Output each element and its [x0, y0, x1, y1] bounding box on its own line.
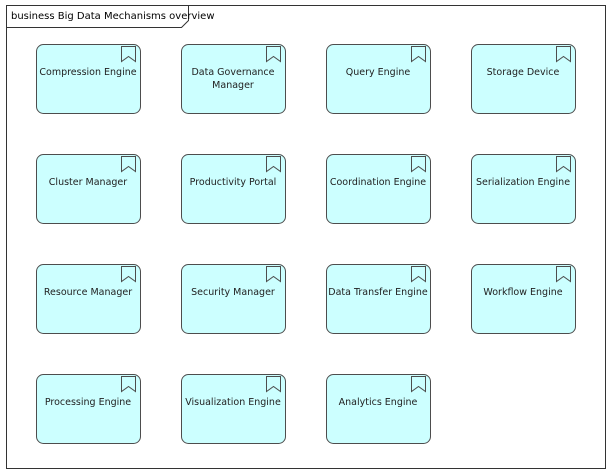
bookmark-icon [266, 376, 281, 393]
node-label: Analytics Engine [339, 397, 418, 408]
diagram-frame: business Big Data Mechanisms overview [6, 5, 606, 469]
node-label: Processing Engine [45, 397, 131, 408]
mechanism-node[interactable]: Serialization Engine [471, 154, 576, 224]
node-box[interactable] [471, 264, 576, 334]
bookmark-icon [266, 266, 281, 283]
node-box[interactable] [181, 374, 286, 444]
node-box[interactable] [471, 44, 576, 114]
bookmark-icon [411, 266, 426, 283]
bookmark-icon [411, 46, 426, 63]
frame-title-tab [6, 5, 189, 28]
node-box[interactable] [36, 374, 141, 444]
node-label-line: Workflow Engine [483, 287, 562, 298]
mechanism-node[interactable]: Analytics Engine [326, 374, 431, 444]
bookmark-icon [411, 376, 426, 393]
bookmark-icon [556, 156, 571, 173]
node-label-line: Analytics Engine [339, 397, 418, 408]
node-label: Query Engine [346, 67, 411, 78]
mechanism-node[interactable]: Compression Engine [36, 44, 141, 114]
mechanism-node[interactable]: Productivity Portal [181, 154, 286, 224]
mechanism-node[interactable]: Security Manager [181, 264, 286, 334]
node-label: Data Transfer Engine [328, 287, 428, 298]
bookmark-icon [266, 46, 281, 63]
node-label-line: Data Transfer Engine [328, 287, 428, 298]
node-label-line: Security Manager [191, 287, 275, 298]
frame-title: business Big Data Mechanisms overview [11, 11, 215, 22]
node-label: Workflow Engine [483, 287, 562, 298]
node-box[interactable] [326, 264, 431, 334]
bookmark-icon [121, 376, 136, 393]
node-box[interactable] [36, 264, 141, 334]
node-label-line: Resource Manager [44, 287, 132, 298]
node-box[interactable] [36, 44, 141, 114]
node-box[interactable] [181, 264, 286, 334]
mechanism-node[interactable]: Storage Device [471, 44, 576, 114]
bookmark-icon [411, 156, 426, 173]
mechanism-node[interactable]: Workflow Engine [471, 264, 576, 334]
node-label: Resource Manager [44, 287, 132, 298]
node-box[interactable] [471, 154, 576, 224]
node-label: Cluster Manager [49, 177, 127, 188]
mechanism-node[interactable]: Resource Manager [36, 264, 141, 334]
bookmark-icon [121, 266, 136, 283]
node-box[interactable] [326, 154, 431, 224]
node-label-line: Query Engine [346, 67, 411, 78]
bookmark-icon [266, 156, 281, 173]
node-box[interactable] [181, 154, 286, 224]
node-label: Coordination Engine [330, 177, 426, 188]
node-label-line: Visualization Engine [185, 397, 281, 408]
node-label: Security Manager [191, 287, 275, 298]
node-label-line: Storage Device [487, 67, 560, 78]
node-box[interactable] [326, 44, 431, 114]
node-label-line: Productivity Portal [190, 177, 277, 188]
bookmark-icon [121, 156, 136, 173]
node-label: Storage Device [487, 67, 560, 78]
mechanism-node[interactable]: Cluster Manager [36, 154, 141, 224]
node-box[interactable] [326, 374, 431, 444]
mechanism-node[interactable]: Query Engine [326, 44, 431, 114]
node-box[interactable] [36, 154, 141, 224]
node-label-line: Processing Engine [45, 397, 131, 408]
node-label-line: Serialization Engine [476, 177, 570, 188]
node-label: Serialization Engine [476, 177, 570, 188]
mechanism-node[interactable]: Data Transfer Engine [326, 264, 431, 334]
node-label-line: Cluster Manager [49, 177, 127, 188]
node-box[interactable] [181, 44, 286, 114]
node-label-line: Manager [212, 80, 254, 91]
bookmark-icon [121, 46, 136, 63]
node-label: Compression Engine [39, 67, 136, 78]
node-label-line: Compression Engine [39, 67, 136, 78]
bookmark-icon [556, 46, 571, 63]
mechanism-node[interactable]: Processing Engine [36, 374, 141, 444]
mechanism-node[interactable]: Visualization Engine [181, 374, 286, 444]
node-label-line: Coordination Engine [330, 177, 426, 188]
node-label-line: Data Governance [191, 67, 274, 78]
bookmark-icon [556, 266, 571, 283]
node-label: Productivity Portal [190, 177, 277, 188]
mechanism-node[interactable]: Coordination Engine [326, 154, 431, 224]
node-label: Visualization Engine [185, 397, 281, 408]
